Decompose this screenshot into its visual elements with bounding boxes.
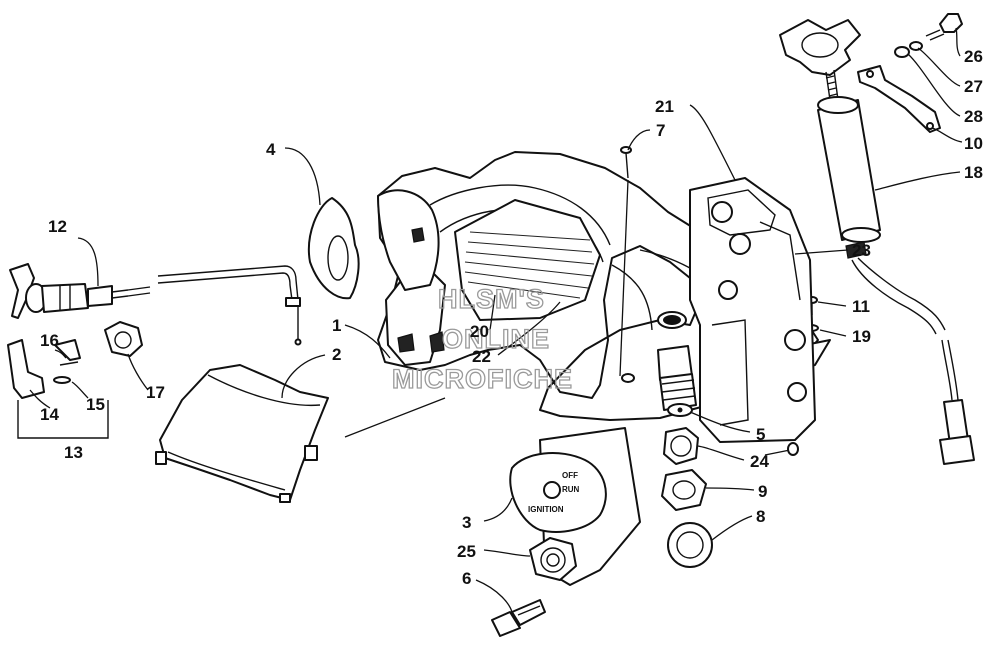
switch-bezel	[663, 427, 699, 465]
callout-labels: 4 12 1 2 20 22 7 21 23 11 19 5 24 9 8 3 …	[40, 47, 983, 588]
ignition-label: IGNITION	[528, 505, 564, 514]
callout-14: 14	[40, 405, 59, 424]
callout-23: 23	[852, 241, 871, 260]
ignition-key	[491, 599, 546, 637]
ignition-run-label: RUN	[562, 485, 580, 494]
switch-nut	[661, 469, 707, 511]
washer-27	[909, 41, 923, 51]
callout-18: 18	[964, 163, 983, 182]
screw-7	[620, 146, 632, 179]
callout-4: 4	[266, 140, 276, 159]
callout-21: 21	[655, 97, 674, 116]
bolt-26	[925, 13, 963, 41]
primer-knob	[779, 19, 861, 76]
choke-cable-assembly	[9, 263, 302, 346]
callout-25: 25	[457, 542, 476, 561]
callout-12: 12	[48, 217, 67, 236]
primer-shaft	[825, 69, 839, 101]
watermark-line-3: MICROFICHE	[392, 364, 573, 394]
left-side-cover	[377, 189, 440, 291]
callout-8: 8	[756, 507, 765, 526]
callout-11: 11	[852, 297, 870, 316]
washer-28	[894, 46, 910, 58]
gasket	[307, 197, 360, 300]
callout-9: 9	[758, 482, 767, 501]
nut-17	[104, 321, 143, 357]
callout-27: 27	[964, 77, 983, 96]
lower-dash-panel	[155, 364, 329, 503]
leader-lines	[29, 27, 963, 613]
lock-washer	[667, 522, 713, 568]
primer-cylinder	[817, 96, 881, 259]
primer-clamp	[857, 65, 941, 133]
callout-13: 13	[64, 443, 83, 462]
callout-5: 5	[756, 425, 765, 444]
callout-19: 19	[852, 327, 871, 346]
callout-15: 15	[86, 395, 105, 414]
primer-hose	[851, 257, 975, 465]
watermark: HLSM'S ONLINE MICROFICHE	[391, 283, 573, 394]
callout-16: 16	[40, 331, 59, 350]
callout-7: 7	[656, 121, 665, 140]
callout-2: 2	[332, 345, 341, 364]
callout-3: 3	[462, 513, 471, 532]
callout-6: 6	[462, 569, 471, 588]
callout-17: 17	[146, 383, 165, 402]
watermark-line-1: HLSM'S	[438, 284, 545, 314]
ignition-nut	[529, 537, 577, 581]
ignition-off-label: OFF	[562, 471, 578, 480]
callout-20: 20	[470, 322, 489, 341]
mounting-bracket	[689, 177, 816, 443]
callout-24: 24	[750, 452, 769, 471]
callout-1: 1	[332, 316, 341, 335]
watermark-line-2: ONLINE	[442, 324, 550, 354]
callout-22: 22	[472, 347, 491, 366]
screw-7-path	[619, 179, 629, 377]
lever-kit	[7, 339, 109, 439]
switch-body	[657, 345, 697, 417]
screw-23	[764, 442, 799, 456]
callout-26: 26	[964, 47, 983, 66]
callout-10: 10	[964, 134, 983, 153]
callout-28: 28	[964, 107, 983, 126]
grille-hatching	[464, 231, 595, 299]
